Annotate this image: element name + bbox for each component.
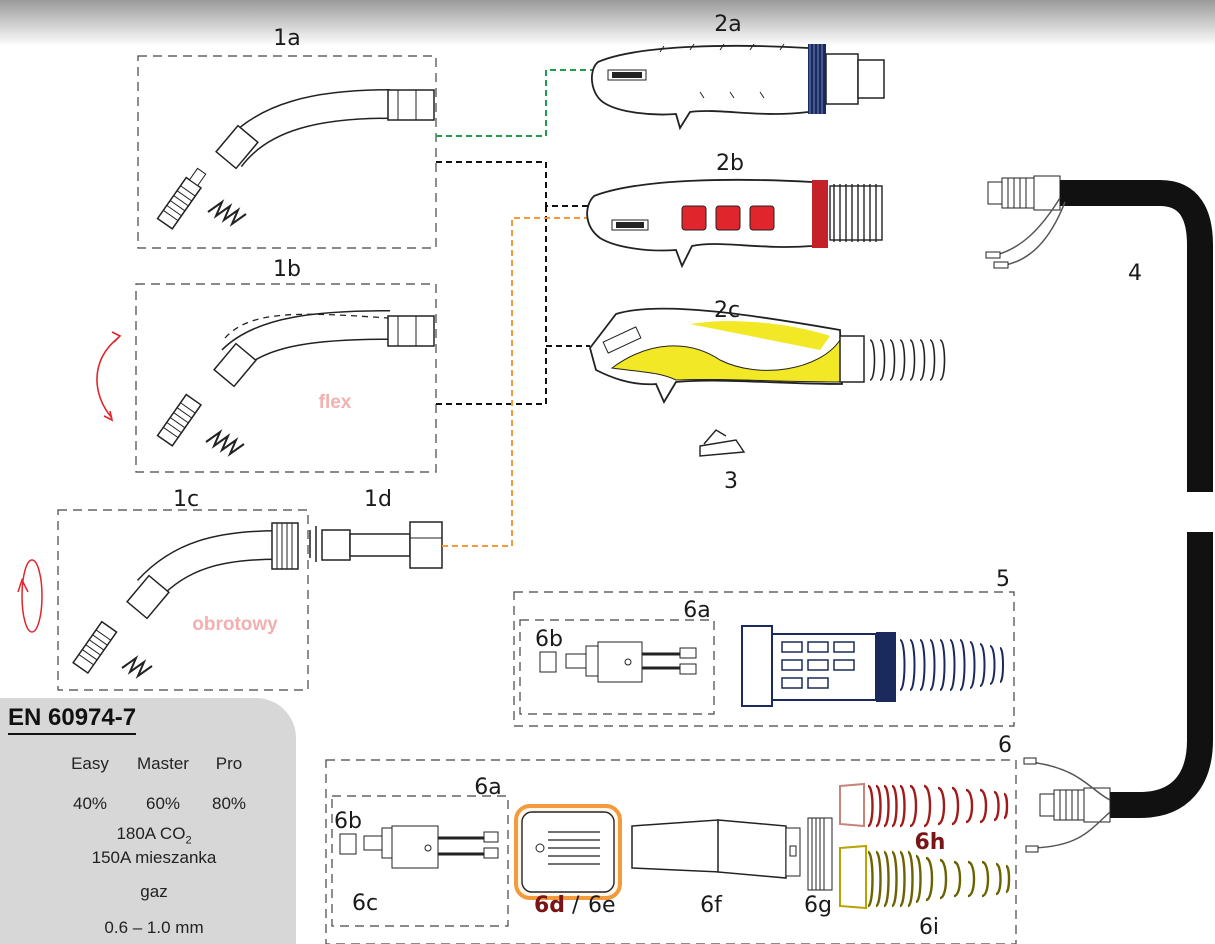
connector-lines: [436, 69, 596, 547]
label-6a-bottom: 6a: [474, 775, 501, 800]
label-6c: 6c: [352, 891, 378, 916]
standard-title: EN 60974-7: [8, 704, 137, 735]
neck-1c: [17, 509, 309, 691]
label-6g: 6g: [804, 893, 832, 918]
handle-2c: [589, 307, 946, 404]
duty-pro: 80%: [211, 794, 247, 813]
flex-arrow-icon: [96, 337, 119, 419]
handle-2b: [586, 178, 883, 269]
euro-connector-5: [513, 591, 1015, 727]
label-6: 6: [998, 733, 1012, 758]
box-1a: [137, 55, 437, 249]
duty-master: 60%: [145, 794, 181, 813]
label-6b-top: 6b: [535, 627, 563, 652]
variant-easy: Easy: [71, 754, 109, 773]
label-4: 4: [1128, 261, 1142, 286]
label-6e: 6e: [588, 893, 616, 918]
rotating-label: obrotowy: [192, 614, 278, 635]
label-6b-bottom: 6b: [334, 809, 362, 834]
euro-connector-6: [325, 757, 1111, 944]
label-1c: 1c: [173, 487, 199, 512]
label-6f: 6f: [700, 893, 723, 918]
cooling: gaz: [140, 882, 168, 901]
duty-easy: 40%: [72, 794, 108, 813]
handle-2a: [591, 43, 885, 131]
spec-panel: EN 60974-7 Easy Master Pro 40% 60% 80% 1…: [0, 698, 296, 944]
label-6i: 6i: [919, 915, 939, 940]
adapter-1d: [309, 521, 443, 569]
top-shade: [0, 0, 1215, 46]
label-1b: 1b: [273, 257, 301, 282]
flex-label: flex: [319, 392, 352, 413]
label-2a: 2a: [714, 12, 741, 37]
neck-1b: [96, 283, 437, 473]
label-6h: 6h: [915, 830, 946, 855]
neck-1a: [137, 55, 437, 249]
wire-range: 0.6 – 1.0 mm: [104, 918, 204, 937]
label-1a: 1a: [273, 26, 300, 51]
label-6a-top: 6a: [683, 598, 710, 623]
current-mix: 150A mieszanka: [91, 848, 217, 867]
label-2b: 2b: [716, 151, 744, 176]
cable-4: [985, 175, 1213, 818]
label-5: 5: [996, 567, 1010, 592]
variant-pro: Pro: [215, 754, 243, 773]
label-6d: 6d: [534, 893, 565, 918]
hook-3: [699, 429, 746, 457]
current-co2: 180A CO2: [116, 824, 192, 847]
label-6-separator: /: [572, 893, 580, 918]
rotate-arrow-icon: [21, 559, 43, 633]
label-3: 3: [724, 469, 738, 494]
label-1d: 1d: [364, 487, 392, 512]
label-2c: 2c: [714, 298, 740, 323]
variant-master: Master: [137, 754, 189, 773]
